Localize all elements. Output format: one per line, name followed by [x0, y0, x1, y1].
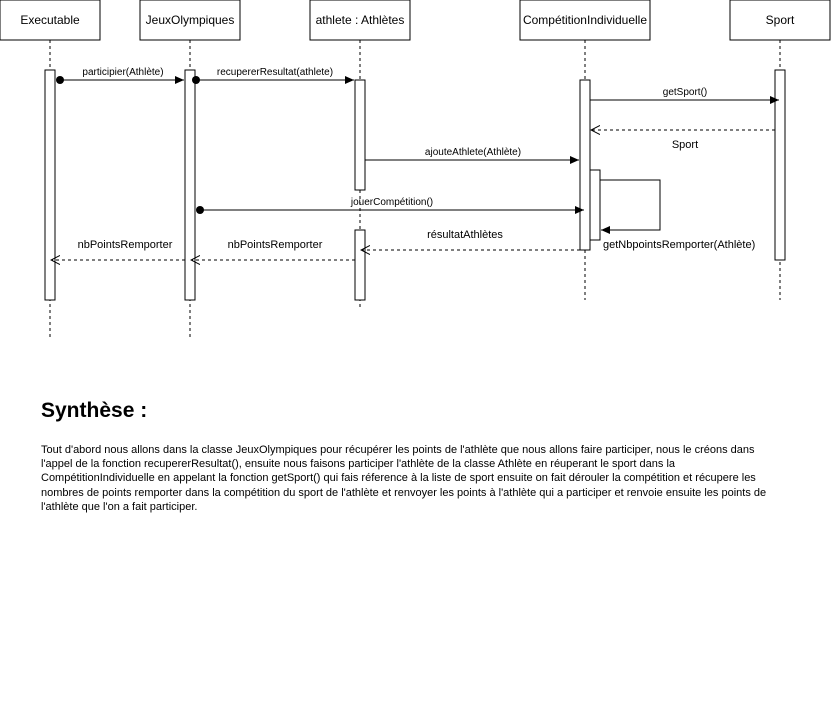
participant-executable-label: Executable: [20, 13, 80, 27]
summary-title: Synthèse :: [41, 399, 148, 422]
activation-athlete-2: [354, 229, 366, 301]
message-get-nb-points-label: getNbpointsRemporter(Athlète): [603, 239, 755, 251]
message-recuperer-label: recupererResultat(athlete): [217, 67, 333, 78]
participant-competition-individuelle[interactable]: CompétitionIndividuelle: [519, 0, 651, 41]
participant-competition-label: CompétitionIndividuelle: [523, 13, 647, 27]
participant-executable[interactable]: Executable: [0, 0, 101, 41]
message-participier: participier(Athlète): [56, 67, 184, 84]
message-get-sport: getSport(): [590, 87, 779, 104]
message-resultat-athletes: résultatAthlètes: [361, 229, 580, 250]
summary-body: Tout d'abord nous allons dans la classe …: [41, 444, 767, 513]
message-jouer-competition-label: jouerCompétition(): [350, 197, 433, 208]
activation-jeux: [184, 69, 196, 301]
message-get-sport-label: getSport(): [663, 87, 707, 98]
activation-competition-self: [589, 169, 601, 241]
message-nb-points-exec-label: nbPointsRemporter: [78, 239, 173, 251]
message-self-call: [600, 179, 661, 234]
sequence-diagram: Executable JeuxOlympiques athlete : Athl…: [0, 0, 831, 340]
participant-sport[interactable]: Sport: [729, 0, 831, 41]
message-sport-return-label: Sport: [672, 139, 698, 151]
participant-sport-label: Sport: [766, 13, 795, 27]
message-nb-points-exec: nbPointsRemporter: [51, 239, 185, 260]
activation-competition: [579, 79, 591, 251]
message-ajoute-athlete-label: ajouteAthlete(Athlète): [425, 147, 521, 158]
message-nb-points-jeux-label: nbPointsRemporter: [228, 239, 323, 251]
message-sport-return: Sport: [591, 130, 775, 151]
activation-athlete-1: [354, 79, 366, 191]
activation-sport: [774, 69, 786, 261]
message-jouer-competition: jouerCompétition(): [196, 197, 584, 214]
message-recuperer-resultat: recupererResultat(athlete): [192, 67, 354, 84]
activation-executable: [44, 69, 56, 301]
message-nb-points-jeux: nbPointsRemporter: [191, 239, 355, 260]
participant-athlete-label: athlete : Athlètes: [316, 13, 405, 27]
message-resultat-athletes-label: résultatAthlètes: [427, 229, 503, 241]
message-participier-label: participier(Athlète): [82, 67, 163, 78]
message-ajoute-athlete: ajouteAthlete(Athlète): [365, 147, 579, 164]
participant-jeux-olympiques[interactable]: JeuxOlympiques: [139, 0, 241, 41]
participant-athlete[interactable]: athlete : Athlètes: [309, 0, 411, 41]
participant-jeux-olympiques-label: JeuxOlympiques: [146, 13, 235, 27]
